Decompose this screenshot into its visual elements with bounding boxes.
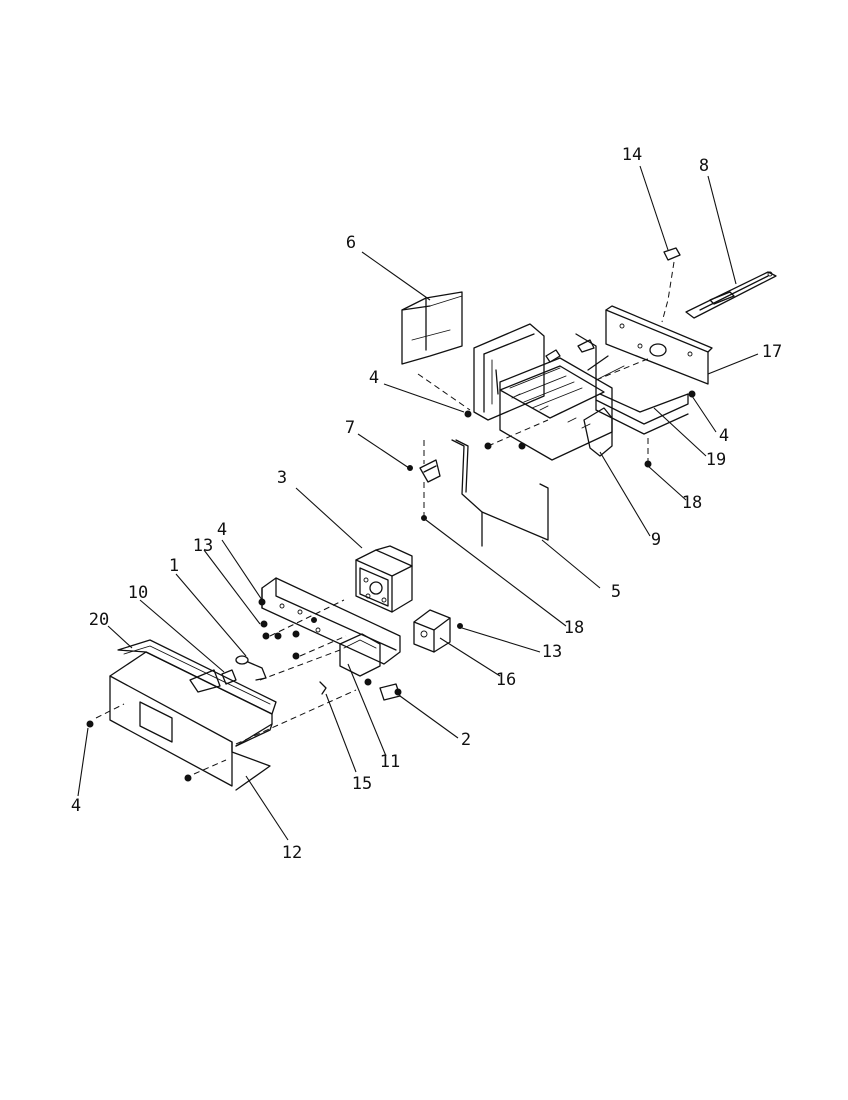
callout-labels: 14 8 6 17 4 4 19 7 18 3 9 4 13 5 1 10 18… — [71, 145, 782, 863]
callout-1: 1 — [169, 556, 179, 576]
screws-housing — [86, 689, 357, 782]
callout-18-a: 18 — [682, 493, 702, 513]
part-12-housing — [109, 651, 273, 791]
callout-13-b: 13 — [542, 642, 562, 662]
screws-ice-mold — [417, 357, 696, 468]
callout-11: 11 — [380, 752, 400, 772]
callout-7: 7 — [345, 418, 355, 438]
callout-16: 16 — [496, 670, 516, 690]
part-15-spring-clip — [319, 681, 327, 695]
callout-13-a: 13 — [193, 536, 213, 556]
part-14-clip — [661, 247, 681, 323]
callout-12: 12 — [282, 843, 302, 863]
part-3-motor — [355, 545, 413, 613]
part-9-ice-mold — [499, 339, 613, 461]
callout-5: 5 — [611, 582, 621, 602]
screws-bracket — [258, 598, 402, 696]
part-5-shutoff-arm — [451, 439, 549, 547]
ice-maker-body — [473, 323, 545, 421]
part-16-thermostat — [413, 609, 463, 653]
callout-4-b: 4 — [719, 426, 729, 446]
part-17-mounting-plate — [605, 305, 713, 385]
part-11-bracket-plate — [261, 577, 401, 677]
callout-2: 2 — [461, 730, 471, 750]
callout-9: 9 — [651, 530, 661, 550]
part-6-cover — [401, 291, 463, 365]
callout-4-d: 4 — [71, 796, 81, 816]
callout-14: 14 — [622, 145, 642, 165]
part-20-top-rail — [117, 639, 277, 715]
callout-19: 19 — [706, 450, 726, 470]
part-19-bracket — [575, 333, 689, 435]
part-1-switch — [235, 655, 267, 681]
callout-17: 17 — [762, 342, 782, 362]
callout-4-c: 4 — [217, 520, 227, 540]
part-8-heater — [685, 271, 777, 319]
leader-lines — [77, 165, 759, 841]
callout-15: 15 — [352, 774, 372, 794]
callout-3: 3 — [277, 468, 287, 488]
callout-20: 20 — [89, 610, 109, 630]
callout-4-a: 4 — [369, 368, 379, 388]
callout-10: 10 — [128, 583, 148, 603]
part-10-latch — [221, 669, 237, 685]
part-7-clip — [407, 440, 441, 521]
callout-18-b: 18 — [564, 618, 584, 638]
callout-6: 6 — [346, 233, 356, 253]
callout-8: 8 — [699, 156, 709, 176]
